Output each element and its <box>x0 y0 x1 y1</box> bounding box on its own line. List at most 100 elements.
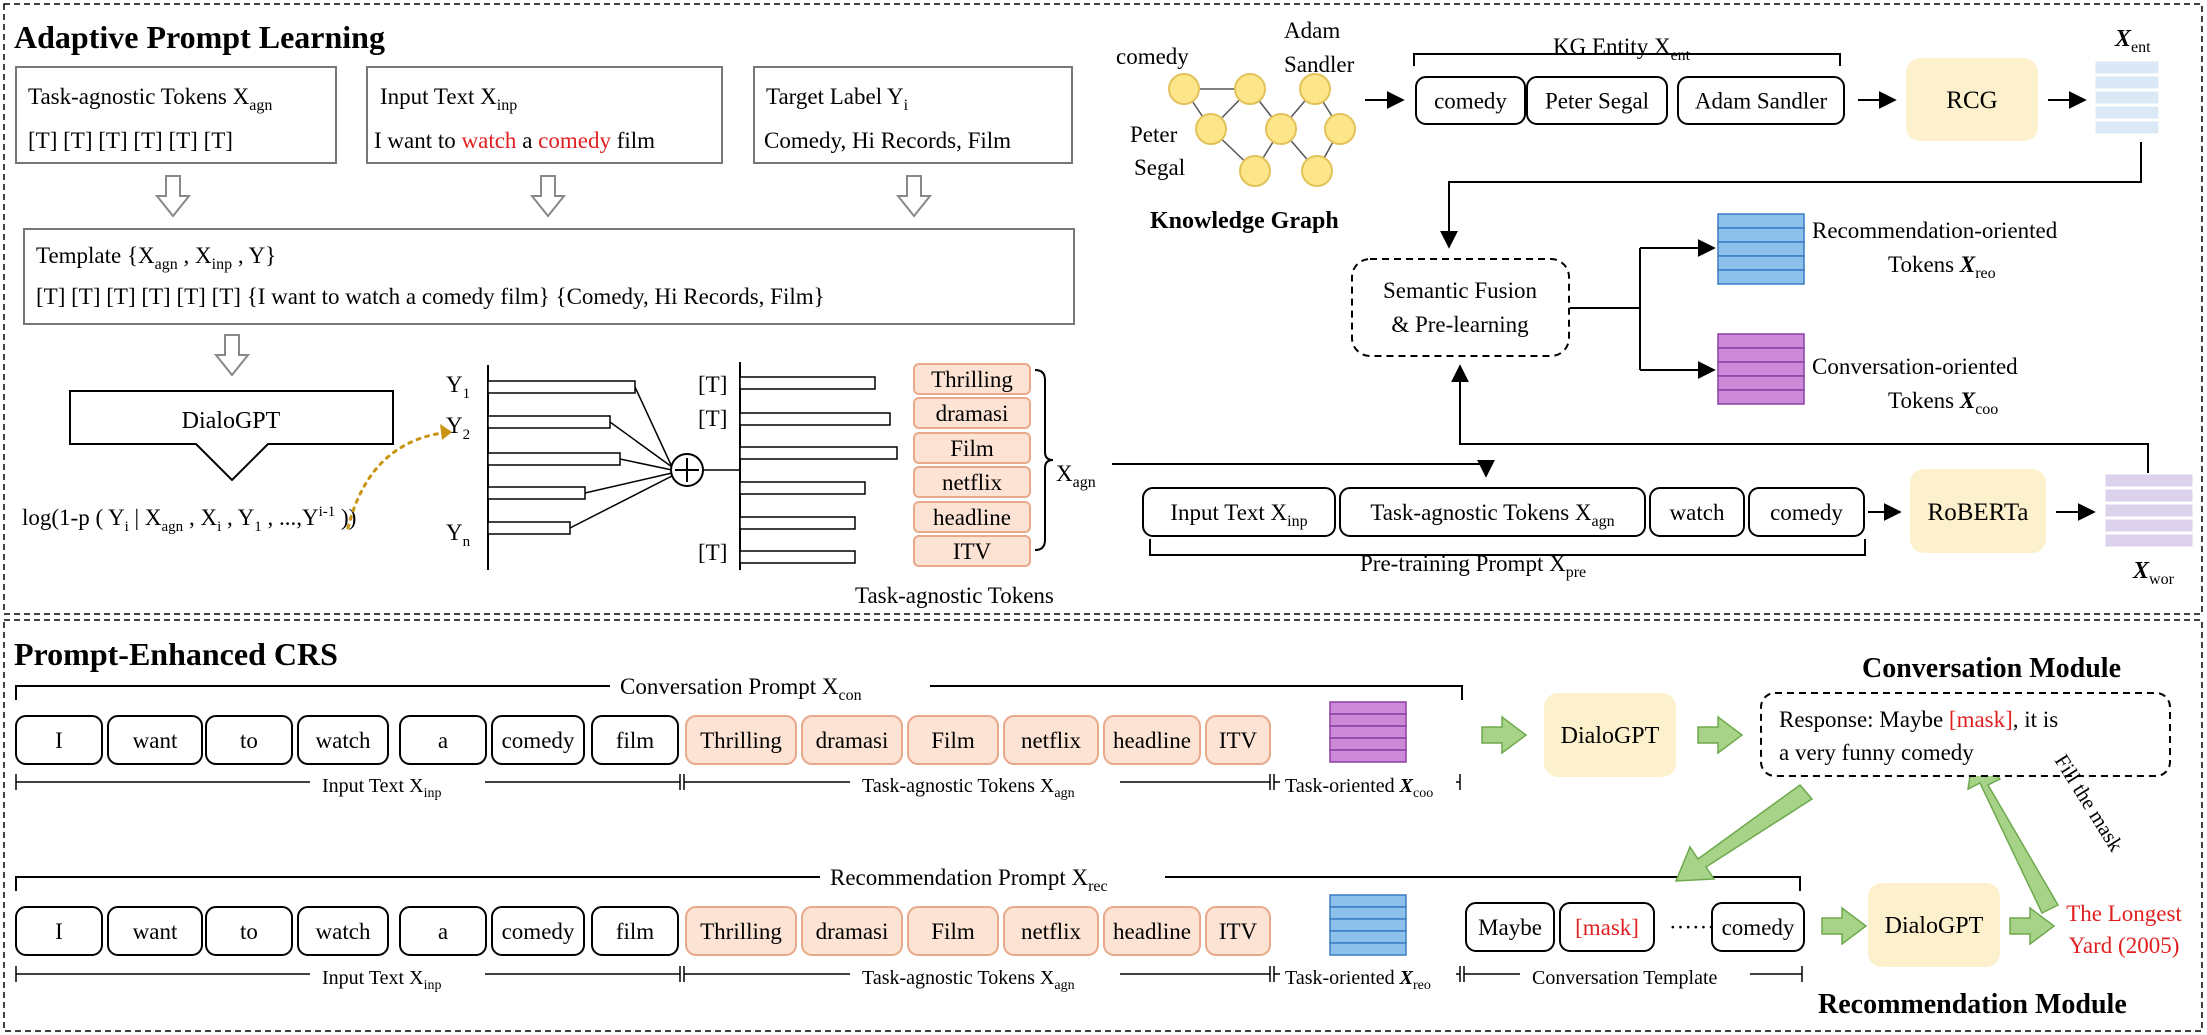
row1-word-1-label: want <box>133 728 178 753</box>
row1-agn-token-2-box <box>907 715 999 765</box>
reo-token-stack <box>1717 213 1805 285</box>
apl-agn-token-0-box <box>913 363 1031 395</box>
row2-word-4-label: a <box>438 919 448 944</box>
tpl-mask-label: [mask] <box>1575 915 1639 940</box>
merge-lines <box>569 386 740 529</box>
input-text-box <box>366 66 723 164</box>
row1-agn-token-4-label: headline <box>1113 728 1191 753</box>
entity-bracket <box>1413 53 1841 66</box>
row2-template-caption-bg <box>1520 960 1750 988</box>
row2-word-0-label: I <box>55 919 63 944</box>
pretrain-caption: Pre-training Prompt Xpre <box>1360 551 1586 581</box>
semantic-fusion-block <box>1351 258 1570 357</box>
row2-word-6-box <box>591 906 679 956</box>
kg-entity-1-box <box>1526 76 1668 125</box>
crs-title: Prompt-Enhanced CRS <box>14 636 338 672</box>
agn-brace <box>1034 369 1054 551</box>
response-line-1: Response: Maybe [mask], it is <box>1779 707 2058 732</box>
row1-word-2-label: to <box>240 728 258 753</box>
conv-module-title: Conversation Module <box>1862 653 2121 684</box>
row1-agn-token-5-label: ITV <box>1219 728 1258 753</box>
row1-word-6-box <box>591 715 679 765</box>
roberta-label: RoBERTa <box>1928 499 2029 526</box>
dialogpt-label: DialoGPT <box>182 408 281 434</box>
tpl-comedy-label: comedy <box>1722 915 1795 940</box>
tgt-box-label: Target Label Yi <box>766 84 909 114</box>
reo-line-1: Recommendation-oriented <box>1812 218 2058 243</box>
result-line-1: The Longest <box>2066 901 2182 926</box>
conv-prompt-label: Conversation Prompt Xcon <box>620 674 862 704</box>
target-label-box <box>753 66 1073 164</box>
pretrain-bracket <box>1149 539 1866 556</box>
row1-agn-token-4-box <box>1103 715 1201 765</box>
apl-agn-token-0-label: Thrilling <box>931 367 1013 392</box>
row2-inp-caption: Input Text Xinp <box>322 967 441 993</box>
agn-box-label: Task-agnostic Tokens Xagn <box>28 84 272 114</box>
response-box <box>1760 692 2171 777</box>
rcg-label: RCG <box>1946 87 1997 114</box>
row1-word-4-label: a <box>438 728 448 753</box>
row2-agn-token-3-box <box>1003 906 1099 956</box>
t-bars <box>739 376 898 564</box>
kg-entity-2-box <box>1677 76 1845 125</box>
row1-inp-caption: Input Text Xinp <box>322 775 441 801</box>
row1-agn-token-3-label: netflix <box>1021 728 1082 753</box>
row2-word-0-box <box>15 906 103 956</box>
row2-task-caption-bg <box>1280 960 1456 988</box>
inp-box-label: Input Text Xinp <box>380 84 517 114</box>
conv-template-boxes: Maybe[mask]······comedy <box>1465 902 1805 952</box>
row2-word-2-label: to <box>240 919 258 944</box>
fusion-line-2: & Pre-learning <box>1391 312 1529 337</box>
row2-inp-caption-bg <box>310 960 485 988</box>
inp-box-text: I want to watch a comedy film <box>374 128 655 153</box>
entity-title: KG Entity Xent <box>1553 34 1691 64</box>
y-bars <box>487 380 636 535</box>
row1-caption-lines <box>15 774 1461 790</box>
t-label-3: [T] <box>698 540 727 565</box>
kg-entity-1-label: Peter Segal <box>1545 89 1649 114</box>
row1-word-0-box <box>15 715 103 765</box>
template-content: [T] [T] [T] [T] [T] [T] {I want to watch… <box>36 284 825 309</box>
row2-agn-caption-bg <box>850 960 1120 988</box>
row2-agn-token-3-label: netflix <box>1021 919 1082 944</box>
apl-agn-token-3-label: netflix <box>942 470 1003 495</box>
rec-dialogpt-block <box>1868 883 2000 967</box>
xent-stack <box>2092 58 2162 137</box>
crs-frame <box>3 619 2203 1032</box>
apl-agn-token-5-label: ITV <box>953 539 992 564</box>
response-line-2: a very funny comedy <box>1779 740 1974 765</box>
tat-caption: Task-agnostic Tokens <box>855 583 1054 608</box>
row2-agn-token-2-label: Film <box>931 919 975 944</box>
xwor-label: Xwor <box>2132 558 2175 588</box>
row2-task-caption: Task-oriented Xreo <box>1285 967 1431 993</box>
rec-prompt-label-bg <box>820 862 1165 892</box>
kg-label-peter: Peter <box>1130 122 1178 147</box>
kg-label-segal: Segal <box>1134 155 1185 180</box>
tgt-box-text: Comedy, Hi Records, Film <box>764 128 1011 153</box>
rec-dialogpt-label: DialoGPT <box>1885 913 1984 939</box>
apl-agn-token-5-box <box>913 535 1031 567</box>
tpl-comedy-box <box>1711 902 1805 952</box>
row2-agn-token-5-label: ITV <box>1219 919 1258 944</box>
template-label: Template {Xagn , Xinp , Y} <box>36 243 276 273</box>
row2-word-5-box <box>491 906 585 956</box>
pretrain-box-2-label: watch <box>1670 500 1725 525</box>
t-label-1: [T] <box>698 372 727 397</box>
xwor-stack <box>2102 471 2196 550</box>
row1-task-caption-bg <box>1280 768 1456 796</box>
row1-task-caption: Task-oriented Xcoo <box>1285 775 1433 801</box>
row1-word-2-box <box>205 715 293 765</box>
row2-agn-caption: Task-agnostic Tokens Xagn <box>862 967 1075 993</box>
kg-entity-0-label: comedy <box>1434 89 1507 114</box>
t-labels: [T] [T] [T] <box>698 372 727 565</box>
row2-word-2-box <box>205 906 293 956</box>
crs-coo-stack <box>1329 701 1407 763</box>
kg-label-comedy: comedy <box>1116 44 1189 69</box>
dotted-arrow-head <box>440 424 452 440</box>
apl-frame <box>3 3 2203 615</box>
row1-word-3-label: watch <box>316 728 371 753</box>
